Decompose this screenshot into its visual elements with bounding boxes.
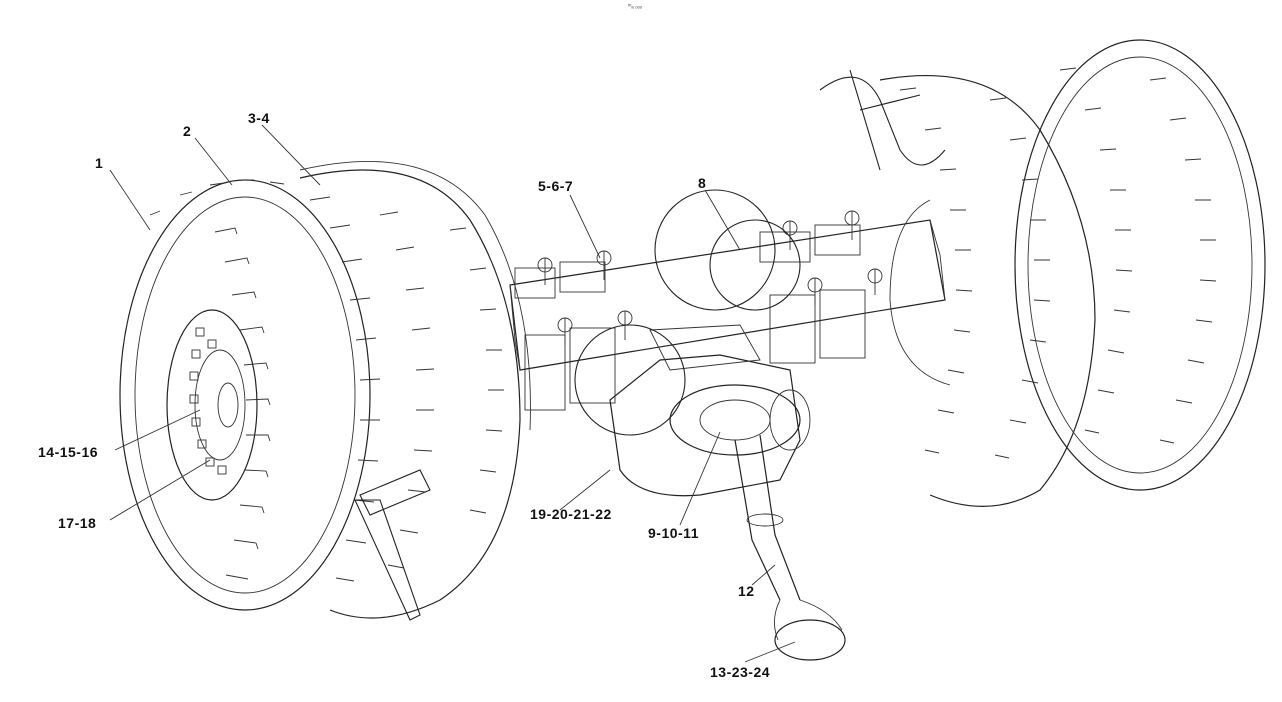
callout-19-20-21-22: 19-20-21-22 — [530, 506, 612, 522]
callout-1: 1 — [95, 155, 104, 171]
tire-outer-right — [1014, 39, 1266, 491]
tire-inner-left — [299, 169, 521, 619]
leader-lines — [109, 124, 796, 663]
callout-5-6-7: 5-6-7 — [538, 178, 574, 194]
drive-shaft — [734, 434, 846, 661]
lug-nuts-left — [189, 327, 227, 475]
header-mark: ᵐₐ ₒₒₒ — [628, 4, 643, 10]
shaft-flange — [774, 619, 846, 661]
tread-left — [149, 179, 504, 582]
u-bolts — [537, 210, 883, 345]
left-dual-wheels — [119, 161, 531, 619]
right-dual-wheels — [879, 39, 1266, 507]
input-flange — [669, 384, 801, 456]
tire-inner-right — [879, 74, 1096, 507]
callout-13-23-24: 13-23-24 — [710, 664, 771, 680]
differential-housing — [609, 324, 811, 497]
axle-housing — [509, 210, 946, 411]
callout-12: 12 — [738, 583, 755, 599]
callout-2: 2 — [183, 123, 192, 139]
callout-14-15-16: 14-15-16 — [38, 444, 99, 460]
callout-8: 8 — [698, 175, 707, 191]
callout-9-10-11: 9-10-11 — [648, 525, 699, 541]
rim-left — [166, 309, 258, 501]
tread-right — [899, 67, 1217, 459]
callout-17-18: 17-18 — [58, 515, 97, 531]
watermark-outline — [354, 69, 946, 621]
callout-3-4: 3-4 — [248, 110, 270, 126]
